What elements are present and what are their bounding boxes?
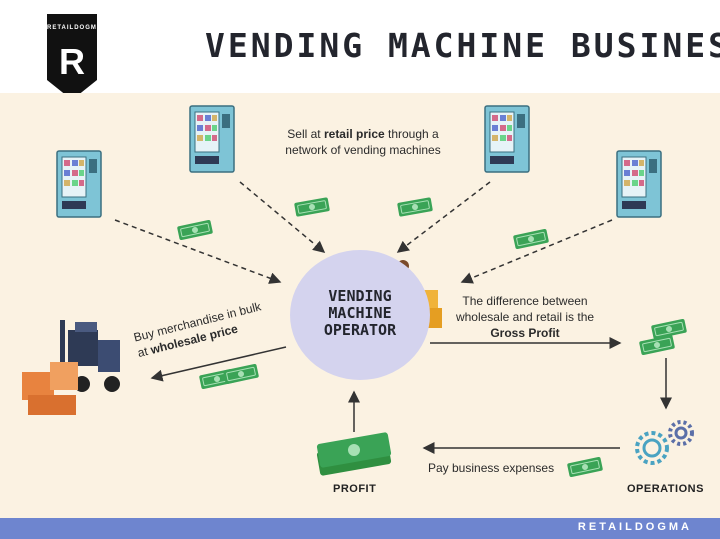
logo-letter: R xyxy=(59,41,85,82)
operator-line: VENDING xyxy=(328,287,392,305)
vending-machine-icon xyxy=(189,105,235,173)
vending-machine-icon xyxy=(484,105,530,173)
sales-arrow xyxy=(460,219,613,284)
expenses-text: Pay business expenses xyxy=(428,461,555,475)
retaildogma-logo xyxy=(47,14,97,100)
retail-price-text: Sell at retail price through a network o… xyxy=(285,127,441,157)
logo-brand-text: RETAILDOGMA xyxy=(47,25,103,31)
money-icon xyxy=(293,196,331,218)
operator-circle xyxy=(290,250,430,380)
money-icon xyxy=(512,228,550,250)
operations-label: OPERATIONS xyxy=(627,483,704,495)
sales-arrow xyxy=(114,219,282,284)
page-title: VENDING MACHINE BUSINESS xyxy=(205,26,720,65)
footer-brand: RETAILDOGMA xyxy=(577,521,692,533)
operator-label: VENDING MACHINE OPERATOR xyxy=(290,288,430,339)
money-icon xyxy=(566,456,604,478)
boxes-icon xyxy=(22,362,78,415)
money-icon xyxy=(222,363,260,385)
operator-line: OPERATOR xyxy=(323,321,397,339)
vending-machine-icon xyxy=(56,150,102,218)
footer-bar: RETAILDOGMA xyxy=(0,518,720,539)
profit-label: PROFIT xyxy=(333,483,377,495)
header: RETAILDOGMA R VENDING MACHINE BUSINESS xyxy=(0,0,720,100)
operator-line: MACHINE xyxy=(328,304,392,322)
money-icon xyxy=(396,196,434,218)
sales-arrow xyxy=(396,181,491,253)
money-icon xyxy=(176,219,214,241)
sales-arrow xyxy=(239,181,326,253)
gears-icon xyxy=(635,420,694,465)
gross-profit-text: The difference between wholesale and ret… xyxy=(455,294,595,340)
profit-money-icon xyxy=(316,432,392,476)
vending-machine-icon xyxy=(616,150,662,218)
wholesale-arrow xyxy=(150,346,287,382)
